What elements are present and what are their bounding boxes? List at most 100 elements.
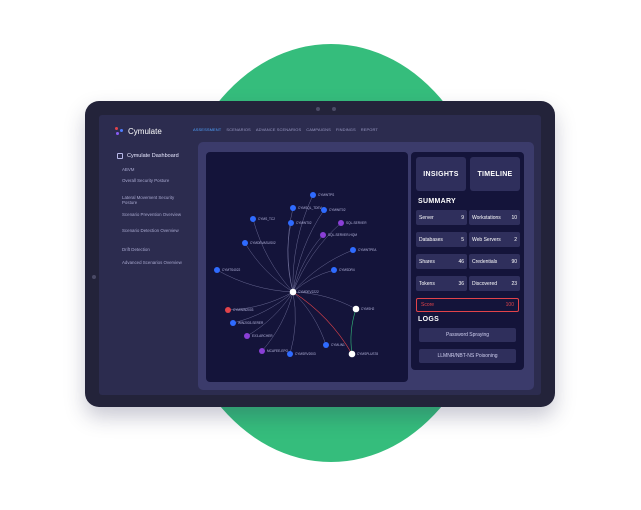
graph-edge <box>292 234 324 293</box>
stat-databases: Databases 5 <box>416 232 467 247</box>
app-screen: Cymulate Cymulate Dashboard ABVM Overall… <box>99 115 541 395</box>
graph-node-label: MCAFEE-EPO <box>267 349 289 353</box>
graph-node-label: CYMSRV2003 <box>295 352 316 356</box>
stat-label: Tokens <box>419 280 435 287</box>
graph-edge-green <box>350 308 357 355</box>
summary-heading: SUMMARY <box>418 198 457 205</box>
stat-label: Databases <box>419 236 443 243</box>
graph-node[interactable] <box>350 247 356 253</box>
timeline-button[interactable]: TIMELINE <box>470 157 520 191</box>
graph-node[interactable] <box>320 232 326 238</box>
stat-label: Discovered <box>472 280 498 287</box>
stat-value: 46 <box>458 258 464 265</box>
tab-advance-scenarios[interactable]: ADVANCE SCENARIOS <box>255 127 302 132</box>
home-button <box>92 275 96 279</box>
graph-node[interactable] <box>348 350 356 358</box>
sidebar-item-overall-security-posture[interactable]: Overall Security Posture <box>122 178 170 183</box>
graph-node-label: CYMDEVASUS02 <box>250 241 276 245</box>
insights-button[interactable]: INSIGHTS <box>416 157 466 191</box>
stat-shares: Shares 46 <box>416 254 467 269</box>
tab-scenarios[interactable]: SCENARIOS <box>226 127 251 132</box>
camera-icon <box>316 107 320 111</box>
stat-credentials: Credentials 90 <box>469 254 520 269</box>
tab-report[interactable]: REPORT <box>360 127 378 132</box>
graph-node[interactable] <box>331 267 337 273</box>
stat-label: Web Servers <box>472 236 501 243</box>
sidebar-title-label: Cymulate Dashboard <box>127 153 179 159</box>
sidebar-item-scenario-detection[interactable]: Scenario Detection Overview <box>122 228 179 233</box>
graph-node[interactable] <box>225 307 231 313</box>
graph-node-label: CYMSH2 <box>361 307 375 311</box>
sidebar-title[interactable]: Cymulate Dashboard <box>117 153 179 159</box>
sidebar-item-advanced-scenarios[interactable]: Advanced Scenarios Overview <box>122 260 182 265</box>
brand: Cymulate <box>115 127 162 136</box>
graph-edge <box>292 291 327 346</box>
graph-edge-red <box>292 291 353 355</box>
graph-node[interactable] <box>289 288 297 296</box>
graph-edge <box>287 222 294 293</box>
tablet-device: Cymulate Cymulate Dashboard ABVM Overall… <box>85 101 555 407</box>
stat-label: Credentials <box>472 258 498 265</box>
sidebar-item-drift-detection[interactable]: Drift Detection <box>122 247 150 252</box>
graph-node[interactable] <box>338 220 344 226</box>
graph-node[interactable] <box>310 192 316 198</box>
logo-icon <box>115 127 124 136</box>
stat-value: 10 <box>511 214 517 221</box>
graph-edge <box>227 291 294 311</box>
graph-node-label: CYMLIN1 <box>331 343 345 347</box>
right-panel: INSIGHTS TIMELINE SUMMARY Server 9 Works… <box>411 152 524 370</box>
graph-edge <box>292 222 342 293</box>
graph-node[interactable] <box>290 205 296 211</box>
sidebar-item-lateral-movement[interactable]: Lateral Movement Security Posture <box>122 195 175 206</box>
graph-edge <box>216 269 294 293</box>
graph-node-label: CYMSPLUS78 <box>357 352 378 356</box>
graph-node-label: CYMWIN2003 <box>233 308 254 312</box>
sidebar-item-scenario-prevention[interactable]: Scenario Prevention Overview <box>122 212 182 217</box>
logs-heading: LOGS <box>418 316 440 323</box>
graph-node-label: SQL-SERVER <box>346 221 367 225</box>
graph-edge <box>289 291 296 355</box>
tab-campaigns[interactable]: CAMPAIGNS <box>306 127 331 132</box>
graph-edge <box>252 218 294 293</box>
graph-node-label: SQL-SERVER-HQM <box>328 233 357 237</box>
stat-value: 2 <box>514 236 517 243</box>
graph-edge <box>261 291 294 352</box>
sidebar-item-abvm[interactable]: ABVM <box>122 167 135 172</box>
stat-value: 9 <box>461 214 464 221</box>
graph-node[interactable] <box>288 220 294 226</box>
graph-node[interactable] <box>323 342 329 348</box>
graph-edge <box>292 194 314 293</box>
log-item-password-spraying[interactable]: Password Spraying <box>419 328 516 342</box>
graph-node-label: WIN2003-SERER <box>238 321 264 325</box>
graph-edge <box>292 209 325 293</box>
graph-node-label: CYMWT02 <box>296 221 312 225</box>
graph-edge <box>292 269 335 293</box>
dashboard-icon <box>117 153 123 159</box>
stat-label: Workstations <box>472 214 501 221</box>
score-value: 100 <box>505 302 514 308</box>
tab-assessment[interactable]: ASSESSMENT <box>193 127 222 132</box>
graph-node[interactable] <box>259 348 265 354</box>
graph-node-label: EX3-ARCHER <box>252 334 273 338</box>
graph-edge <box>292 291 357 310</box>
brand-name: Cymulate <box>128 127 162 136</box>
stat-web-servers: Web Servers 2 <box>469 232 520 247</box>
graph-node-label: CYMS_TC2 <box>258 217 275 221</box>
graph-node[interactable] <box>242 240 248 246</box>
graph-node[interactable] <box>214 267 220 273</box>
stat-label: Server <box>419 214 434 221</box>
graph-node-label: CYMDEV2222 <box>298 290 319 294</box>
score-bar: Score 100 <box>416 298 519 312</box>
stat-workstations: Workstations 10 <box>469 210 520 225</box>
graph-node[interactable] <box>230 320 236 326</box>
log-item-llmnr-poisoning[interactable]: LLMNR/NBT-NS Poisoning <box>419 349 516 363</box>
graph-node[interactable] <box>250 216 256 222</box>
graph-node[interactable] <box>352 305 360 313</box>
graph-node[interactable] <box>244 333 250 339</box>
tab-findings[interactable]: FINDINGS <box>335 127 356 132</box>
graph-node[interactable] <box>321 207 327 213</box>
graph-node[interactable] <box>287 351 293 357</box>
